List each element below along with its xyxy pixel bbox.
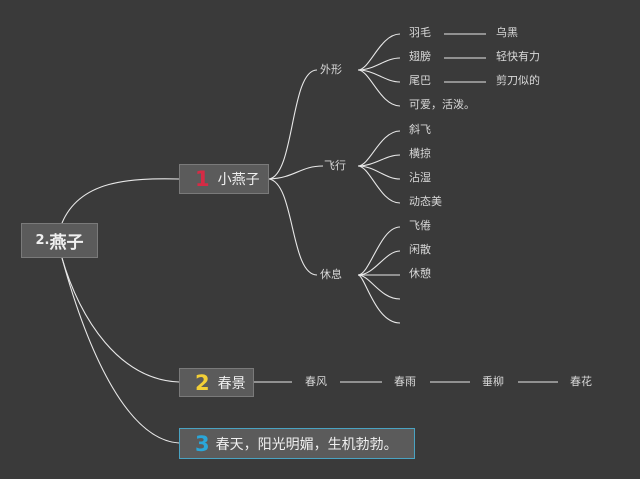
appearance-item[interactable]: 尾巴 (409, 74, 431, 87)
branch-node-1[interactable]: 1 小燕子 (179, 164, 269, 194)
edge-xiaoyanzi-rest (268, 178, 318, 276)
edge-flight-2 (357, 154, 401, 167)
edge-appearance-2 (357, 57, 401, 71)
root-number: 2. (35, 233, 50, 248)
branch-node-3[interactable]: 3 春天，阳光明媚，生机勃勃。 (179, 428, 415, 459)
edge-root-branch-1 (61, 178, 180, 224)
root-title: 燕子 (49, 233, 84, 253)
subtopic-flight[interactable]: 飞行 (324, 159, 346, 172)
badge-3: 3 (195, 431, 210, 456)
badge-1: 1 (195, 167, 210, 191)
flight-item[interactable]: 沾湿 (409, 171, 431, 184)
edge-flight-3 (357, 165, 401, 180)
appearance-detail[interactable]: 乌黑 (496, 26, 518, 39)
edge-appearance-3 (357, 69, 401, 83)
rest-item[interactable]: 闲散 (409, 243, 431, 256)
edge-root-branch-2 (61, 257, 180, 383)
edge-rest-1 (357, 226, 401, 276)
spring-item[interactable]: 春花 (570, 375, 592, 388)
edge-root-branch-3 (61, 257, 180, 444)
edge-rest-5 (357, 274, 401, 324)
branch-label-1: 小燕子 (217, 172, 260, 188)
appearance-detail[interactable]: 剪刀似的 (496, 74, 540, 87)
subtopic-rest[interactable]: 休息 (320, 268, 342, 281)
edge-rest-4 (357, 274, 401, 300)
rest-item[interactable]: 飞倦 (409, 219, 431, 232)
rest-item[interactable]: 休憩 (409, 267, 431, 280)
root-node[interactable]: 2.燕子 (21, 223, 98, 258)
spring-item[interactable]: 垂柳 (482, 375, 504, 388)
appearance-detail[interactable]: 轻快有力 (496, 50, 540, 63)
flight-item[interactable]: 斜飞 (409, 123, 431, 136)
edge-xiaoyanzi-flight (268, 165, 324, 180)
edge-xiaoyanzi-appearance (268, 69, 318, 180)
spring-item[interactable]: 春雨 (394, 375, 416, 388)
branch-label-3: 春天，阳光明媚，生机勃勃。 (215, 436, 398, 453)
appearance-item[interactable]: 翅膀 (409, 50, 431, 63)
flight-item[interactable]: 动态美 (409, 195, 442, 208)
edge-appearance-4 (357, 69, 401, 107)
appearance-item[interactable]: 羽毛 (409, 26, 431, 39)
subtopic-appearance[interactable]: 外形 (320, 63, 342, 76)
spring-item[interactable]: 春风 (305, 375, 327, 388)
flight-item[interactable]: 横掠 (409, 147, 431, 160)
branch-node-2[interactable]: 2 春景 (179, 368, 254, 397)
branch-label-2: 春景 (217, 375, 246, 392)
badge-2: 2 (195, 370, 210, 395)
edge-flight-4 (357, 165, 401, 204)
edge-appearance-1 (357, 33, 401, 71)
edge-flight-1 (357, 130, 401, 167)
appearance-item[interactable]: 可爱，活泼。 (409, 98, 475, 111)
edge-rest-2 (357, 250, 401, 276)
